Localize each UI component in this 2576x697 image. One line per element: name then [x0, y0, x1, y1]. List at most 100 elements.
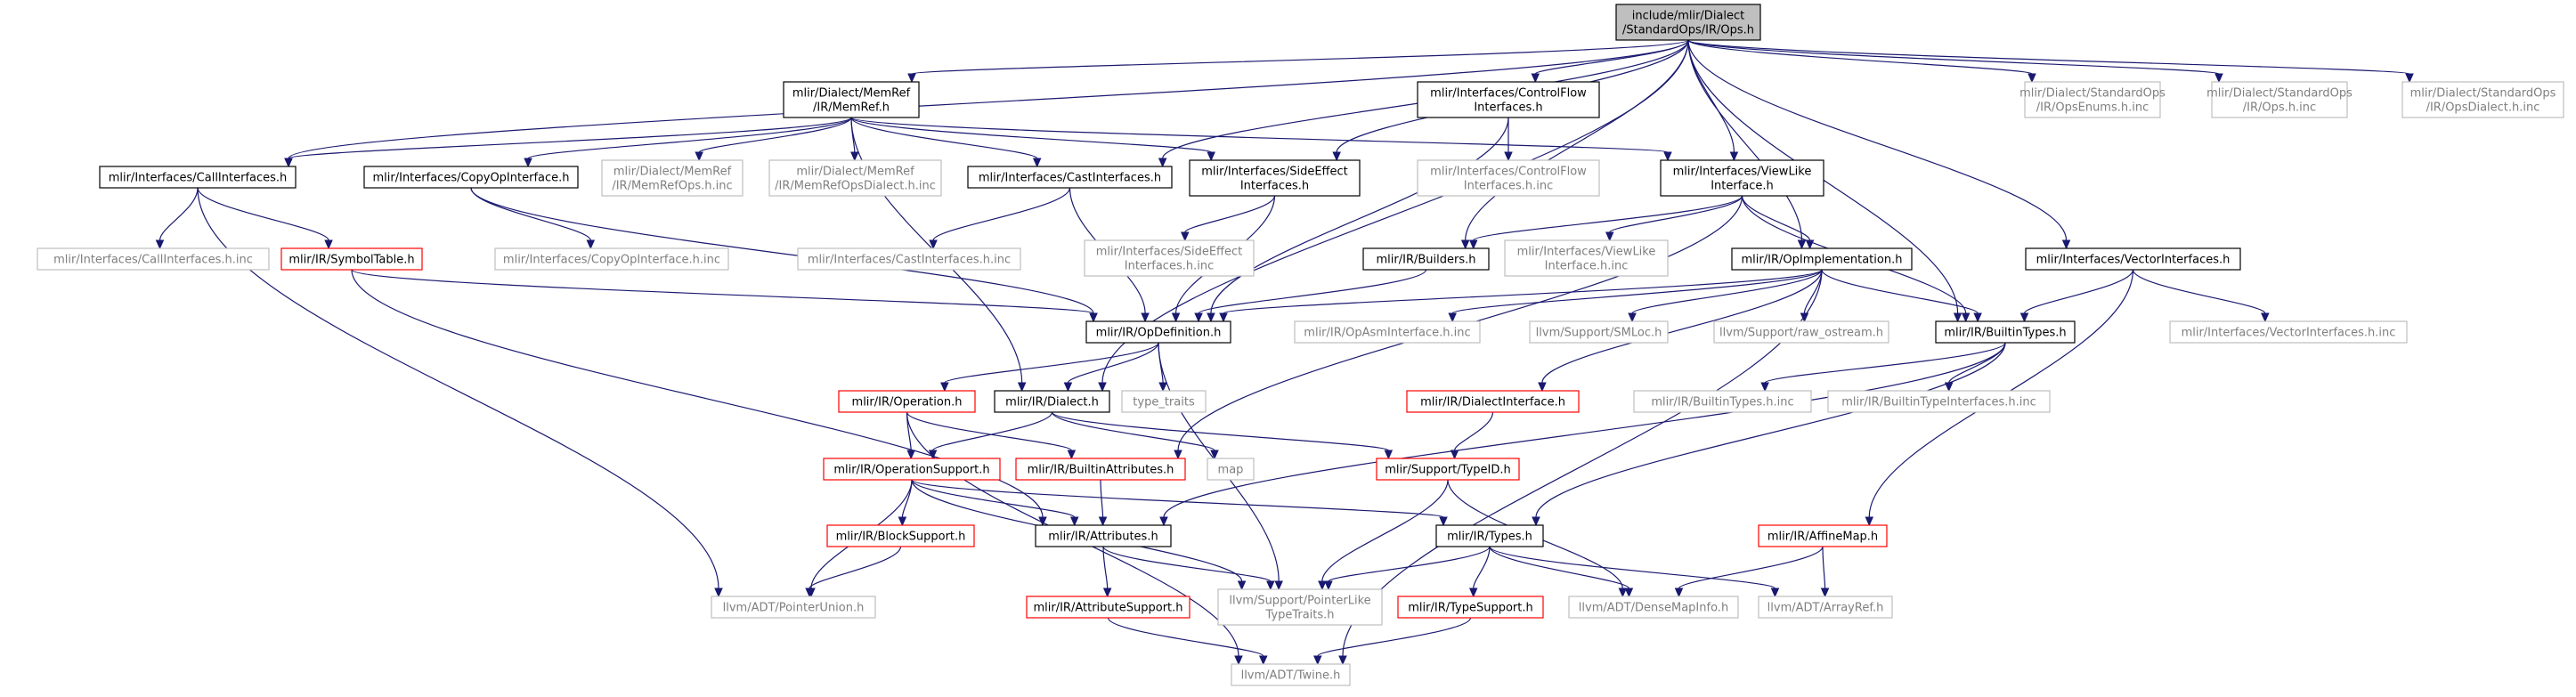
- edge-arrowhead: [1820, 588, 1830, 598]
- node-box: [1615, 4, 1761, 41]
- edge-arrowhead: [1468, 588, 1478, 598]
- node-dialect[interactable]: mlir/IR/Dialect.h: [994, 390, 1110, 413]
- edge-line: [809, 546, 902, 589]
- edge-line: [850, 117, 1669, 153]
- node-opdefinition[interactable]: mlir/IR/OpDefinition.h: [1085, 320, 1231, 344]
- node-label: llvm/ADT/ArrayRef.h: [1767, 602, 1884, 615]
- node-box: [797, 247, 1021, 271]
- node-types[interactable]: mlir/IR/Types.h: [1435, 524, 1544, 547]
- node-box: [1827, 390, 2051, 413]
- node-label: mlir/Dialect/StandardOps: [2410, 87, 2556, 101]
- node-operationsupport[interactable]: mlir/IR/OperationSupport.h: [823, 458, 1001, 481]
- edge-line: [1067, 342, 1159, 384]
- node-vectorinterfaces[interactable]: mlir/Interfaces/VectorInterfaces.h: [2025, 247, 2241, 271]
- edge-arrowhead: [1017, 382, 1027, 393]
- node-attributes[interactable]: mlir/IR/Attributes.h: [1035, 524, 1172, 547]
- edge-arrowhead: [1531, 73, 1540, 84]
- edge-arrowhead: [1504, 151, 1513, 162]
- edge-ops-to-opshinc: [1687, 39, 2223, 84]
- node-builtinattributes[interactable]: mlir/IR/BuiltinAttributes.h: [1015, 458, 1186, 481]
- node-rawostream: llvm/Support/raw_ostream.h: [1713, 320, 1889, 344]
- edge-arrowhead: [2027, 73, 2036, 84]
- edge-line: [911, 39, 1689, 75]
- edge-arrowhead: [1460, 239, 1470, 250]
- node-label: mlir/IR/OpAsmInterface.h.inc: [1304, 327, 1470, 340]
- edge-affinemap-to-arrayref: [1820, 546, 1830, 598]
- node-attributesupport[interactable]: mlir/IR/AttributeSupport.h: [1026, 596, 1190, 619]
- node-builtintypes[interactable]: mlir/IR/BuiltinTypes.h: [1935, 320, 2076, 344]
- edge-line: [1223, 269, 1823, 314]
- edge-arrowhead: [1313, 655, 1322, 666]
- edge-opimpl-to-opasminc: [1448, 269, 1823, 323]
- edge-memref-to-memrefopsdialect: [850, 117, 859, 162]
- node-label: mlir/Interfaces/ControlFlow: [1430, 87, 1587, 101]
- edge-arrowhead: [1532, 516, 1540, 527]
- node-callinterfaces[interactable]: mlir/Interfaces/CallInterfaces.h: [99, 166, 297, 189]
- node-box: [2211, 81, 2348, 118]
- node-dialectinterface[interactable]: mlir/IR/DialectInterface.h: [1406, 390, 1580, 413]
- edge-line: [1102, 546, 1109, 589]
- edge-opimpl-to-smloc: [1628, 269, 1823, 323]
- edge-arrowhead: [1194, 312, 1203, 323]
- node-typesupport[interactable]: mlir/IR/TypeSupport.h: [1397, 596, 1544, 619]
- edge-line: [1489, 546, 1629, 589]
- node-label: mlir/Interfaces/ViewLike: [1517, 246, 1656, 259]
- edge-line: [2132, 269, 2266, 314]
- node-box: [967, 166, 1173, 189]
- edge-line: [1687, 39, 1803, 241]
- node-label: mlir/Dialect/MemRef: [792, 87, 911, 101]
- edges-layer: [155, 39, 2414, 666]
- node-symboltable[interactable]: mlir/IR/SymbolTable.h: [280, 247, 423, 271]
- node-label: /IR/OpsDialect.h.inc: [2426, 101, 2540, 115]
- edge-builtinattributes-to-attributes: [1098, 479, 1108, 527]
- node-typeid[interactable]: mlir/Support/TypeID.h: [1376, 458, 1520, 481]
- node-box: [1633, 390, 1812, 413]
- node-operation[interactable]: mlir/IR/Operation.h: [838, 390, 976, 413]
- edge-attributes-to-attributesupport: [1102, 546, 1112, 598]
- node-box: [1660, 159, 1824, 197]
- node-copyop[interactable]: mlir/Interfaces/CopyOpInterface.h: [363, 166, 579, 189]
- nodes-layer: include/mlir/Dialect/StandardOps/IR/Ops.…: [37, 4, 2564, 686]
- node-box: [1935, 320, 2076, 344]
- edge-copyop-to-copyopinc: [470, 187, 596, 250]
- node-ops: include/mlir/Dialect/StandardOps/IR/Ops.…: [1615, 4, 1761, 41]
- edge-line: [1822, 546, 1826, 589]
- node-opimpl[interactable]: mlir/IR/OpImplementation.h: [1731, 247, 1913, 271]
- node-memref[interactable]: mlir/Dialect/MemRef/IR/MemRef.h: [783, 81, 920, 118]
- node-box: [601, 159, 744, 197]
- edge-arrowhead: [1384, 450, 1394, 460]
- node-builders[interactable]: mlir/IR/Builders.h: [1362, 247, 1490, 271]
- node-label: llvm/ADT/DenseMapInfo.h: [1579, 602, 1728, 615]
- node-opshinc: mlir/Dialect/StandardOps/IR/Ops.h.inc: [2206, 81, 2353, 118]
- node-box: [1529, 320, 1669, 344]
- node-copyopinc: mlir/Interfaces/CopyOpInterface.h.inc: [494, 247, 729, 271]
- node-affinemap[interactable]: mlir/IR/AffineMap.h: [1758, 524, 1888, 547]
- node-blocksupport[interactable]: mlir/IR/BlockSupport.h: [826, 524, 975, 547]
- node-builtintypeinterfaces: mlir/IR/BuiltinTypeInterfaces.h.inc: [1827, 390, 2051, 413]
- edge-dialect-to-operationsupport: [928, 411, 1053, 460]
- edge-line: [1198, 269, 1427, 314]
- edge-arrowhead: [906, 450, 915, 460]
- node-castinterfaces[interactable]: mlir/Interfaces/CastInterfaces.h: [967, 166, 1173, 189]
- edge-ops-to-vectorinterfaces: [1687, 39, 2071, 250]
- node-opsenums: mlir/Dialect/StandardOps/IR/OpsEnums.h.i…: [2019, 81, 2166, 118]
- node-box: [494, 247, 729, 271]
- edge-operationsupport-to-attributes: [911, 479, 1079, 527]
- edge-line: [1541, 269, 1823, 384]
- node-label: Interfaces.h.inc: [1464, 180, 1553, 193]
- edge-line: [1163, 342, 2006, 518]
- node-memrefopsdialect: mlir/Dialect/MemRef/IR/MemRefOpsDialect.…: [768, 159, 942, 197]
- node-label: Interfaces.h: [1240, 180, 1309, 193]
- edge-arrowhead: [1628, 312, 1637, 323]
- edge-opdefinition-to-operation: [940, 342, 1159, 393]
- edge-memref-to-castinterfaces: [850, 117, 1042, 168]
- edge-memref-to-callinterfaces: [284, 117, 852, 168]
- node-box: [1417, 159, 1600, 197]
- edge-line: [1051, 411, 1389, 451]
- edge-affinemap-to-densemapinfo: [1674, 546, 1824, 598]
- node-box: [2025, 247, 2241, 271]
